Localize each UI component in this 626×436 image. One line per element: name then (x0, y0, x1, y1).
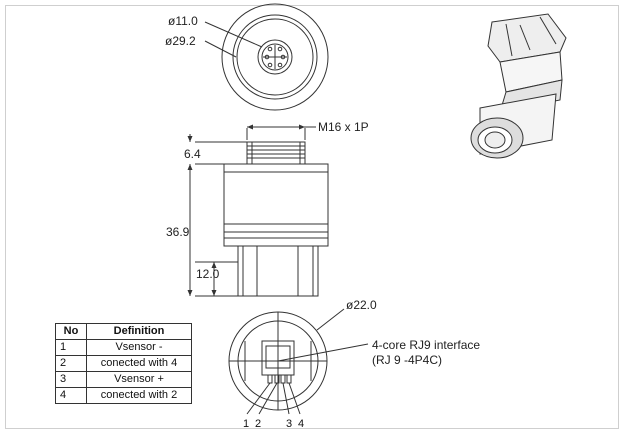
pin-no-cell: 1 (55, 339, 87, 356)
pin-no-cell: 3 (55, 371, 87, 388)
pin-number-2: 2 (255, 418, 261, 430)
outer-diameter-label: ø29.2 (165, 34, 196, 48)
bottom-view (228, 308, 369, 415)
pin-number-4: 4 (298, 418, 304, 430)
base-diameter-label: ø22.0 (346, 298, 377, 312)
pin-def-cell: Vsensor - (86, 339, 192, 356)
pin-no-cell: 2 (55, 355, 87, 372)
table-row: 2 conected with 4 (55, 355, 192, 372)
top-view (204, 3, 329, 111)
interface-label-line2: (RJ 9 -4P4C) (372, 353, 442, 367)
thread-length-label: 6.4 (184, 147, 201, 161)
pin-def-cell: conected with 4 (86, 355, 192, 372)
pin-definition-table: No Definition 1 Vsensor - 2 conected wit… (55, 323, 192, 404)
header-no: No (55, 323, 87, 340)
header-definition: Definition (86, 323, 192, 340)
thread-label: M16 x 1P (318, 120, 369, 134)
pin-def-cell: Vsensor + (86, 371, 192, 388)
pin-def-cell: conected with 2 (86, 387, 192, 404)
table-row: 3 Vsensor + (55, 371, 192, 388)
iso-view (470, 13, 567, 159)
pin-number-3: 3 (286, 418, 292, 430)
side-view (189, 126, 329, 297)
inner-diameter-label: ø11.0 (168, 14, 198, 28)
body-length-label: 36.9 (166, 225, 190, 239)
base-length-label: 12.0 (196, 267, 220, 281)
table-row: 1 Vsensor - (55, 339, 192, 356)
table-row: 4 conected with 2 (55, 387, 192, 404)
table-header-row: No Definition (55, 323, 192, 340)
interface-label-line1: 4-core RJ9 interface (372, 338, 480, 352)
pin-no-cell: 4 (55, 387, 87, 404)
pin-number-1: 1 (243, 418, 249, 430)
